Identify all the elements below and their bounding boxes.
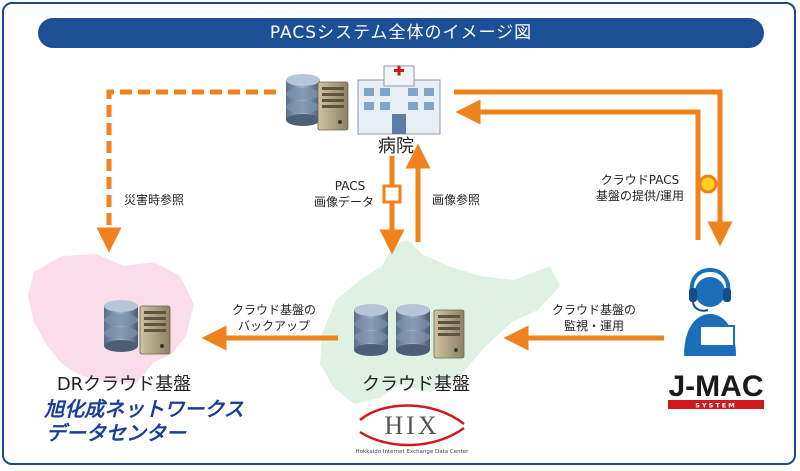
operator-headset-icon <box>684 267 736 356</box>
hix-logo-text: HIX <box>384 411 439 440</box>
hix-caption: Hokkaido Internet Exchange Data Center <box>356 449 470 455</box>
diagram-title: PACSシステム全体のイメージ図 <box>38 18 764 48</box>
hix-logo: HIX Hokkaido Internet Exchange Data Cent… <box>356 404 470 455</box>
hospital-server-icon <box>317 81 349 131</box>
monitoring-label-line1: クラウド基盤の <box>552 303 636 317</box>
hospital-database-icon <box>286 74 320 126</box>
datacenter-name-line2: データセンター <box>46 421 187 445</box>
pacs-data-label-line2: 画像データ <box>314 194 374 209</box>
monitoring-label-line2: 監視・運用 <box>564 318 624 333</box>
pacs-data-marker <box>382 184 402 204</box>
jmac-logo-sub: SYSTEM <box>695 402 736 410</box>
diagram-frame: PACSシステム全体のイメージ図 <box>2 2 796 465</box>
pacs-data-label-line1: PACS <box>335 179 365 193</box>
diagram-canvas: 病院 DRクラウド基盤 旭化成ネットワークス データセンター クラウド基盤 HI… <box>28 65 764 455</box>
hospital-label: 病院 <box>378 136 414 157</box>
datacenter-name-line1: 旭化成ネットワークス <box>43 397 243 421</box>
hospital-to-jmac-arrow <box>454 89 733 247</box>
cloud-pacs-label-line2: 基盤の提供/運用 <box>596 188 684 203</box>
disaster-reference-arrow <box>96 89 276 253</box>
cloud-pacs-provision-arrow <box>455 99 701 240</box>
dr-database-icon <box>104 300 138 352</box>
image-reference-label: 画像参照 <box>432 192 480 207</box>
jmac-logo-bar <box>668 400 764 409</box>
cloud-pacs-label-line1: クラウドPACS <box>601 173 679 187</box>
cloud-database-icon-2 <box>396 304 430 356</box>
cloud-database-icon-1 <box>354 304 388 356</box>
dr-server-icon <box>139 305 171 355</box>
disaster-reference-label: 災害時参照 <box>124 192 184 207</box>
backup-label-line2: バックアップ <box>238 319 310 333</box>
hospital-building-icon <box>357 65 441 135</box>
provision-marker <box>698 174 718 194</box>
cloud-label: クラウド基盤 <box>362 374 470 395</box>
dr-cloud-label: DRクラウド基盤 <box>57 374 191 395</box>
jmac-logo: J-MAC <box>669 370 764 403</box>
backup-label-line1: クラウド基盤の <box>232 303 316 317</box>
cloud-server-icon <box>433 309 465 359</box>
